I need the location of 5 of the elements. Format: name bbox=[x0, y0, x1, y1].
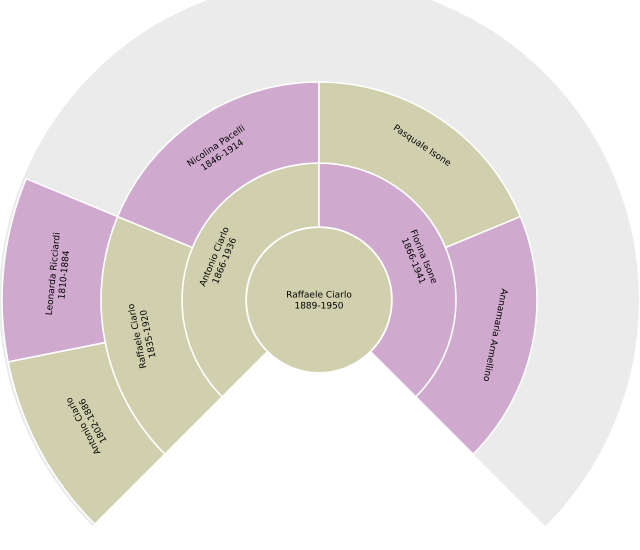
ancestor-segment bbox=[245, 226, 393, 374]
person-name: Raffaele Ciarlo bbox=[286, 290, 352, 300]
life-dates: 1889-1950 bbox=[294, 302, 344, 312]
life-dates: 1810-1884 bbox=[57, 250, 72, 300]
ancestor-segment bbox=[2, 178, 118, 363]
